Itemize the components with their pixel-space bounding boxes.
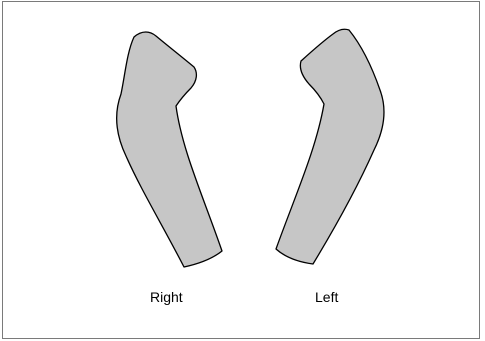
left-sleeve-shape — [276, 29, 384, 264]
right-sleeve-shape — [117, 32, 222, 267]
right-label: Right — [150, 289, 183, 305]
left-label: Left — [315, 289, 338, 305]
